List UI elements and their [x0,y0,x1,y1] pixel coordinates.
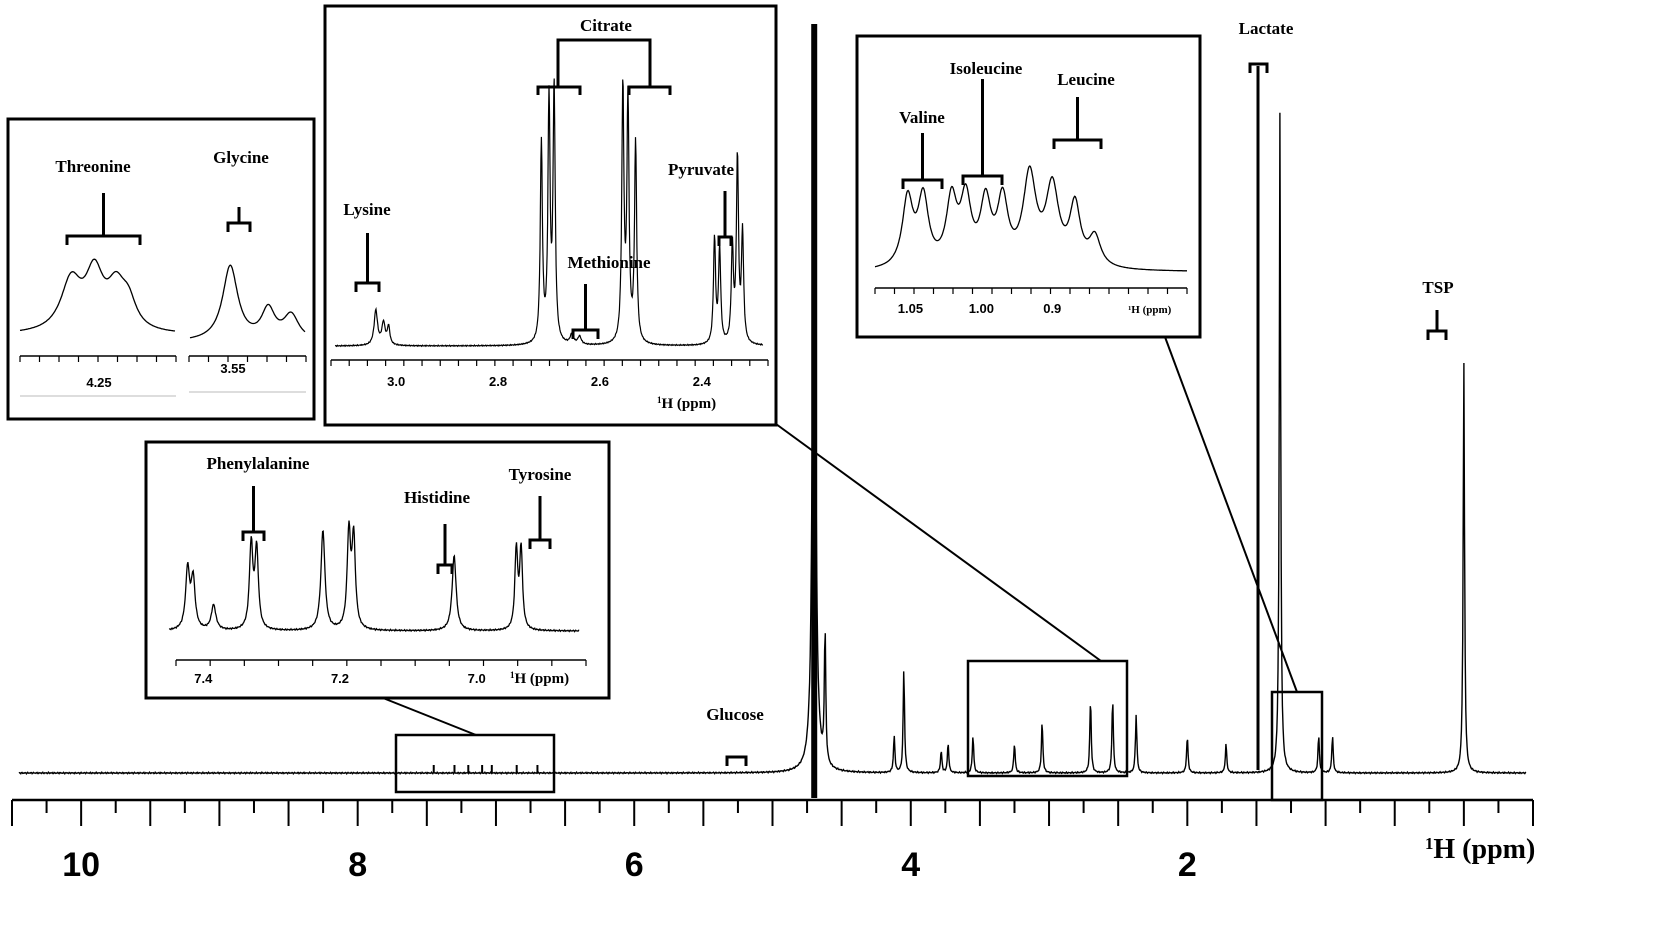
lactate-bracket [1248,62,1269,73]
inset-tick-label: 7.4 [194,671,213,686]
water-peak [811,24,818,798]
phenylalanine-label: Phenylalanine [207,454,310,473]
zoom-box-bcaa [1270,690,1324,802]
lysine-label: Lysine [343,200,391,219]
connector-line [382,697,477,736]
inset-threonine-glycine: Threonine Glycine 4.25 3.55 [6,117,316,421]
inset-tick-label: 2.8 [489,374,507,389]
x-tick-label: 6 [625,846,644,884]
isoleucine-bracket [961,79,1004,185]
tsp-bracket [1426,310,1448,340]
inset-tick-label: 2.4 [693,374,712,389]
spectrum-trace [18,37,1527,776]
bcaa-trace [874,165,1187,272]
inset-tick-label: 7.2 [331,671,349,686]
zoom-box-citrate [966,659,1129,778]
lysine-bracket [354,233,381,292]
threonine-label: Threonine [55,157,131,176]
citrate-bracket-top [556,38,652,72]
inset-tick-label: 3.0 [387,374,405,389]
methionine-label: Methionine [567,253,651,272]
inset-axis-title: 1H (ppm) [510,670,569,687]
x-tick-label: 4 [901,846,920,884]
valine-bracket [901,133,944,189]
connector-line [1164,336,1298,693]
histidine-bracket [436,524,454,574]
glucose-bracket [725,755,748,766]
inset-tick-label: 4.25 [86,375,111,390]
x-tick-label: 2 [1178,846,1197,884]
inset-tick-label: 1.05 [898,301,923,316]
citrate-label: Citrate [580,16,632,35]
aromatic-trace [168,520,580,633]
inset-frame [6,117,316,421]
threonine-bracket [65,193,142,245]
x-axis-title: 1H (ppm) [1425,834,1535,866]
glucose-label: Glucose [706,705,764,724]
glycine-bracket [226,207,252,232]
valine-label: Valine [899,108,945,127]
inset-tick-label: 0.9 [1043,301,1061,316]
inset-connector-lines [382,336,1298,736]
isoleucine-label: Isoleucine [950,59,1023,78]
connector-line [775,423,1102,662]
inset-tick-label: 2.6 [591,374,609,389]
inset-frame [144,440,611,700]
tyrosine-bracket [528,496,552,549]
glycine-label: Glycine [213,148,269,167]
tyrosine-label: Tyrosine [509,465,572,484]
inset-axis-title: 1H (ppm) [657,395,716,412]
x-tick-label: 10 [62,846,100,884]
inset-tick-label: 3.55 [220,361,245,376]
glycine-trace [189,264,306,339]
inset-axis-title: 1H (ppm) [1128,304,1172,316]
threonine-trace [19,258,176,332]
citrate-region-trace [334,78,764,348]
zoom-box-aromatic [394,733,556,794]
inset-tick-label: 7.0 [468,671,486,686]
pyruvate-label: Pyruvate [668,160,735,179]
histidine-label: Histidine [404,488,471,507]
lactate-label: Lactate [1239,19,1294,38]
inset-tick-label: 1.00 [969,301,994,316]
phenylalanine-bracket [241,486,266,541]
inset-frame [855,34,1202,339]
tsp-label: TSP [1422,278,1453,297]
pyruvate-bracket [717,191,733,246]
x-tick-label: 8 [348,846,367,884]
leucine-bracket [1052,97,1103,149]
leucine-label: Leucine [1057,70,1115,89]
